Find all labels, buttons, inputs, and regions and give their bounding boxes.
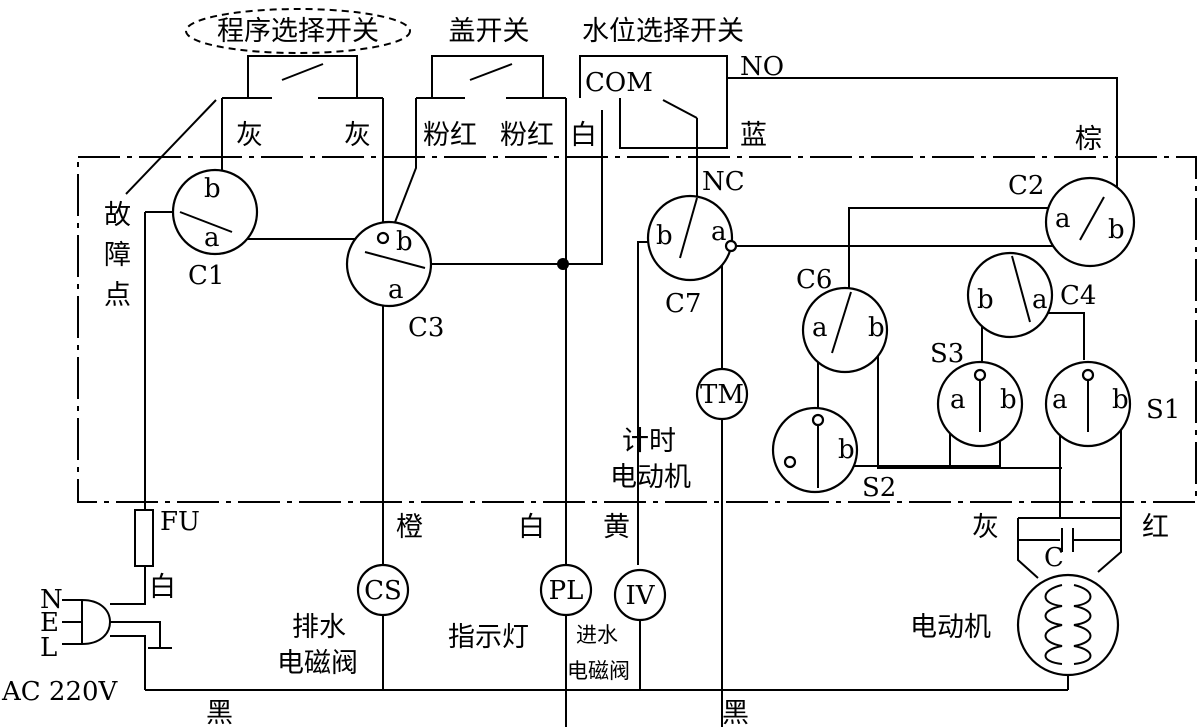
lid-switch-label: 盖开关 bbox=[449, 16, 530, 47]
iv-desc-1: 进水 bbox=[576, 623, 618, 647]
wire-color-gray-left: 灰 bbox=[236, 120, 263, 151]
iv-desc-2: 电磁阀 bbox=[567, 659, 630, 683]
c2-a: a bbox=[1055, 204, 1071, 234]
program-switch-label-oval bbox=[185, 8, 411, 54]
water-level-switch bbox=[563, 55, 1118, 265]
s2-b: b bbox=[838, 435, 855, 465]
bus-junction bbox=[557, 258, 569, 270]
wire-color-orange: 橙 bbox=[396, 512, 423, 543]
program-select-switch bbox=[221, 55, 384, 226]
cam-c7 bbox=[646, 194, 738, 282]
c6-label: C6 bbox=[796, 265, 832, 295]
cam-c2 bbox=[1044, 176, 1136, 268]
c6-b: b bbox=[868, 313, 885, 343]
plug-l: L bbox=[40, 633, 57, 663]
c7-a: a bbox=[711, 217, 727, 247]
fault-char-3: 点 bbox=[104, 280, 131, 311]
cs-desc-1: 排水 bbox=[292, 612, 346, 643]
wire-color-white-top: 白 bbox=[570, 120, 597, 151]
wire-color-pink-left: 粉红 bbox=[423, 120, 477, 151]
s1-a: a bbox=[1052, 385, 1068, 415]
wire-color-brown: 棕 bbox=[1075, 124, 1102, 155]
wire-color-black-right: 黑 bbox=[722, 698, 749, 727]
fuse-label: FU bbox=[160, 507, 200, 537]
c7-b: b bbox=[656, 221, 673, 251]
nc-label: NC bbox=[702, 167, 745, 197]
wire-fuse-down bbox=[110, 566, 146, 605]
s3-label: S3 bbox=[930, 339, 964, 369]
s1-b: b bbox=[1112, 385, 1129, 415]
c3-label: C3 bbox=[408, 313, 444, 343]
indicator-lamp bbox=[539, 563, 593, 617]
c2-label: C2 bbox=[1008, 171, 1044, 201]
c1-label: C1 bbox=[188, 261, 224, 291]
wire-color-black-left: 黑 bbox=[206, 698, 233, 727]
com-label: COM bbox=[585, 68, 653, 98]
cam-c4 bbox=[966, 251, 1054, 339]
tm-desc-2: 电动机 bbox=[610, 462, 691, 493]
cam-c3 bbox=[345, 220, 433, 308]
power-voltage: AC 220V bbox=[1, 677, 119, 707]
cam-s1 bbox=[1044, 360, 1132, 448]
lid-switch bbox=[391, 55, 567, 727]
wire-color-blue: 蓝 bbox=[740, 120, 767, 151]
pl-desc: 指示灯 bbox=[448, 622, 529, 653]
c7-label: C7 bbox=[665, 289, 701, 319]
wire-c4-s1 bbox=[1040, 312, 1085, 360]
wire-c7b-iv bbox=[637, 241, 656, 565]
wire-color-red-motor: 红 bbox=[1142, 512, 1169, 543]
tm-desc-1: 计时 bbox=[622, 426, 676, 457]
pl-label: PL bbox=[549, 576, 584, 606]
s2-label: S2 bbox=[862, 473, 896, 503]
washer-motor bbox=[1016, 573, 1120, 690]
cs-desc-2: 电磁阀 bbox=[277, 648, 358, 679]
c3-a: a bbox=[388, 275, 404, 305]
wire-color-white-bottom: 白 bbox=[518, 512, 545, 543]
fuse bbox=[134, 509, 154, 567]
c4-a: a bbox=[1032, 285, 1048, 315]
c6-a: a bbox=[812, 313, 828, 343]
wire-color-pink-right: 粉红 bbox=[500, 120, 554, 151]
c1-a: a bbox=[204, 223, 220, 253]
fault-char-2: 障 bbox=[104, 240, 131, 271]
cam-c1 bbox=[171, 168, 259, 256]
wire-color-gray-motor: 灰 bbox=[972, 512, 999, 543]
wire-color-yellow: 黄 bbox=[603, 512, 630, 543]
c2-b: b bbox=[1108, 215, 1125, 245]
power-plug bbox=[62, 598, 172, 690]
timer-motor bbox=[695, 367, 749, 421]
s3-b: b bbox=[1000, 385, 1017, 415]
cam-s2 bbox=[771, 406, 859, 494]
plug-n: N bbox=[40, 585, 63, 615]
tm-label: TM bbox=[700, 380, 744, 410]
motor-label: 电动机 bbox=[910, 612, 991, 643]
c4-b: b bbox=[977, 285, 994, 315]
water-level-switch-label: 水位选择开关 bbox=[582, 16, 744, 47]
cs-label: CS bbox=[364, 576, 402, 606]
iv-label: IV bbox=[625, 581, 655, 611]
fault-point-pointer bbox=[125, 99, 217, 195]
s3-a: a bbox=[950, 385, 966, 415]
fault-char-1: 故 bbox=[104, 200, 131, 231]
wire-c2-c6 bbox=[848, 207, 1056, 290]
plug-e: E bbox=[40, 608, 59, 638]
cam-s3 bbox=[936, 360, 1024, 448]
no-label: NO bbox=[740, 52, 784, 82]
program-switch-label: 程序选择开关 bbox=[217, 16, 379, 47]
capacitor-label: C bbox=[1044, 543, 1064, 573]
c1-b: b bbox=[204, 174, 221, 204]
c4-label: C4 bbox=[1060, 281, 1096, 311]
wire-color-white-fuse: 白 bbox=[149, 572, 176, 603]
c3-b: b bbox=[396, 227, 413, 257]
s1-label: S1 bbox=[1146, 395, 1180, 425]
wire-s1b-red bbox=[1097, 410, 1122, 573]
cam-c6 bbox=[801, 286, 889, 374]
wire-c6b-s2 bbox=[877, 348, 1062, 469]
wire-color-gray-right: 灰 bbox=[344, 120, 371, 151]
capacitor bbox=[1017, 517, 1122, 579]
wire-c7a-right bbox=[731, 239, 1079, 247]
